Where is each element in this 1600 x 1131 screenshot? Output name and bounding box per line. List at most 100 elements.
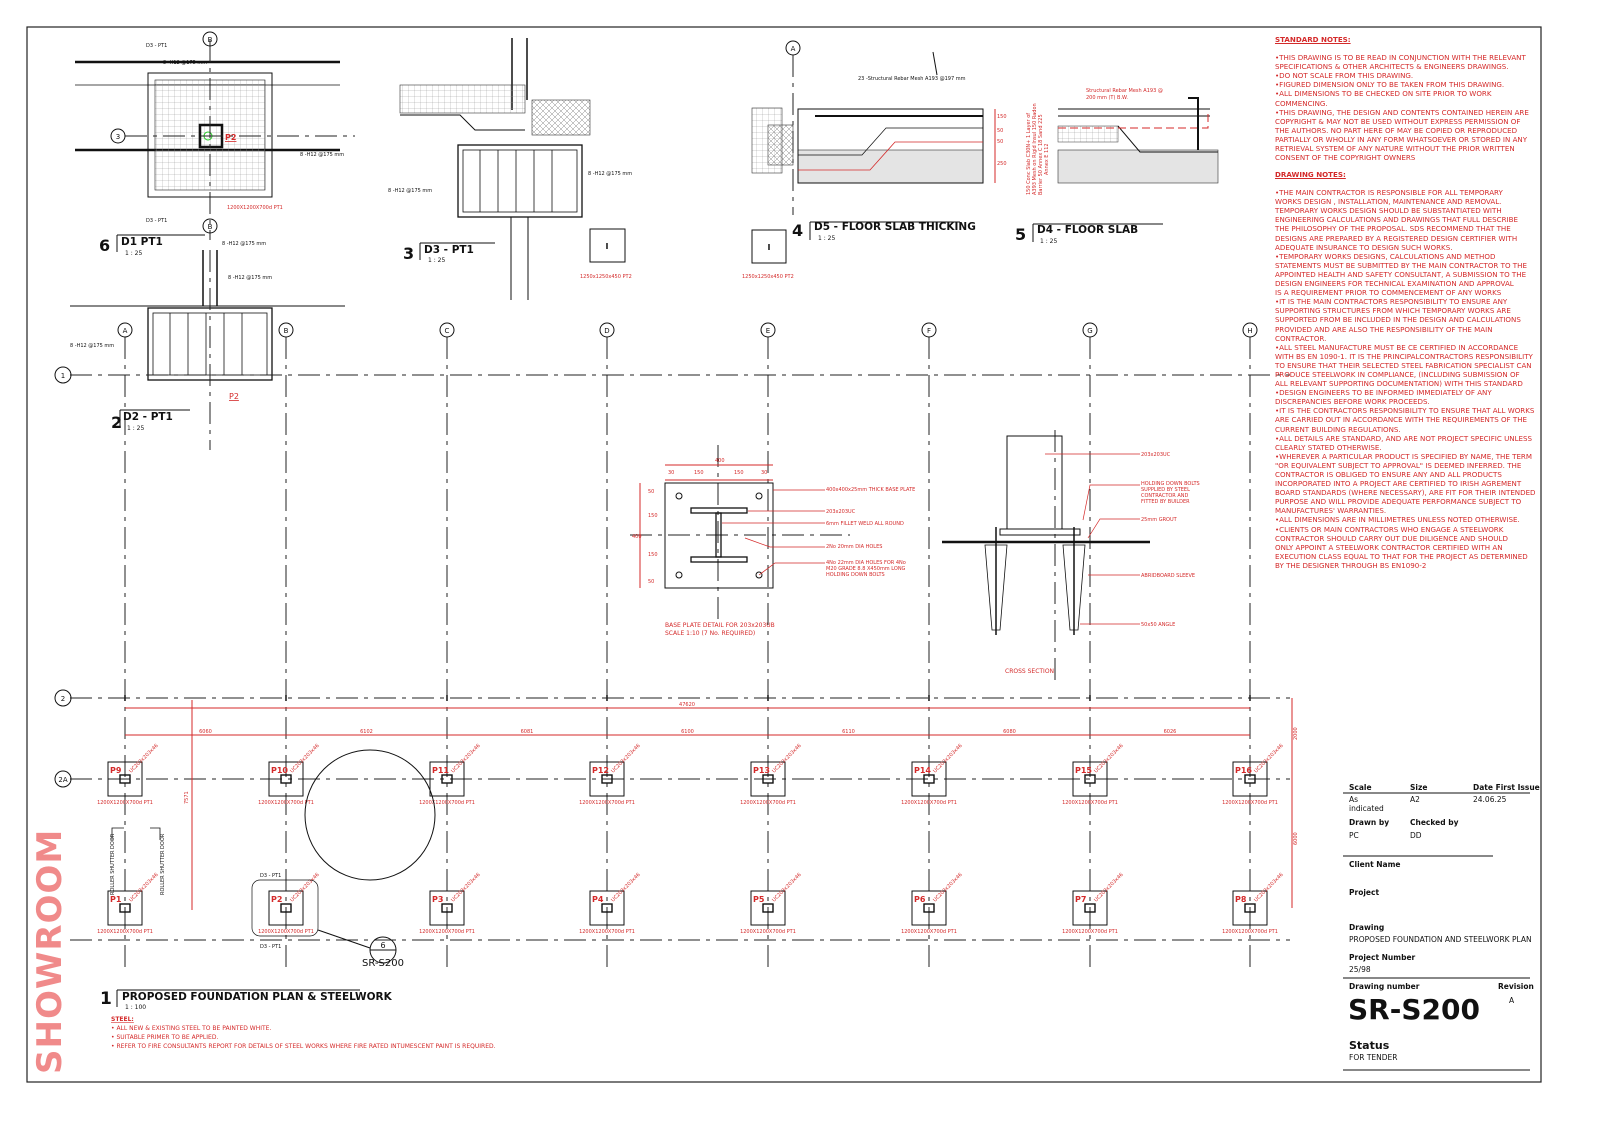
note-line: CONTRACTOR SHOULD CARRY OUT DUE DILIGENC… bbox=[1275, 533, 1508, 543]
note-line: DESIGNS ARE PREPARED BY A REGISTERED DES… bbox=[1275, 233, 1518, 243]
svg-text:D5 - FLOOR SLAB THICKING: D5 - FLOOR SLAB THICKING bbox=[814, 221, 976, 233]
pad-label: P1 bbox=[110, 895, 122, 904]
svg-text:6: 6 bbox=[99, 236, 110, 255]
column-spec: UC203x203x46 bbox=[1093, 872, 1124, 903]
note-line: •ALL DIMENSIONS TO BE CHECKED ON SITE PR… bbox=[1275, 89, 1492, 99]
svg-text:CROSS SECTION: CROSS SECTION bbox=[1005, 668, 1054, 675]
note-line: "OR EQUIVALENT SUBJECT TO APPROVAL" IS D… bbox=[1275, 460, 1522, 470]
steel-column-icon bbox=[601, 903, 613, 913]
scale-label: Scale bbox=[1349, 783, 1372, 792]
svg-text:150 Conc Slab C30N+ 1 Layer of: 150 Conc Slab C30N+ 1 Layer of bbox=[1026, 113, 1032, 195]
pad-outline bbox=[750, 890, 786, 926]
vertical-dimension: 2000 bbox=[1293, 727, 1299, 740]
svg-text:150: 150 bbox=[734, 470, 744, 476]
pad-outline bbox=[911, 761, 947, 797]
span-dimension: 6080 bbox=[1003, 729, 1016, 735]
standard-notes: STANDARD NOTES: •THIS DRAWING IS TO BE R… bbox=[1275, 35, 1529, 162]
svg-text:A: A bbox=[791, 45, 796, 53]
span-dimension: 6110 bbox=[842, 729, 855, 735]
pad-spec: 1200X1200X700d PT1 bbox=[1222, 800, 1278, 806]
scale-value: As indicated bbox=[1349, 795, 1384, 813]
note-line: ALL RELEVANT SUPPORTING DOCUMENTATION) W… bbox=[1275, 379, 1523, 389]
pad-spec: 1200X1200X700d PT1 bbox=[1062, 929, 1118, 935]
size-label: Size bbox=[1410, 783, 1428, 792]
pad-spec: 1200X1200X700d PT1 bbox=[258, 929, 314, 935]
steel-column-icon bbox=[441, 774, 453, 784]
note-line: BY THE DESIGNER THROUGH BS EN1090-2 bbox=[1275, 560, 1427, 570]
grid-label: H bbox=[1247, 327, 1252, 335]
pad-label: P2 bbox=[271, 895, 282, 904]
note-line: DISCREPANCIES BEFORE WORK PROCEEDS. bbox=[1275, 397, 1430, 407]
title-block-frame bbox=[1343, 792, 1530, 1071]
column-spec: UC203x203x46 bbox=[610, 872, 641, 903]
steel-column-icon bbox=[119, 774, 131, 784]
pad-outline bbox=[1232, 761, 1268, 797]
svg-text:8 -H12 @175 mm: 8 -H12 @175 mm bbox=[588, 171, 632, 177]
note-line: COPYRIGHT & MAY NOT BE USED WITHOUT EXPR… bbox=[1275, 116, 1521, 126]
status-label: Status bbox=[1349, 1039, 1390, 1052]
note-line: WORKS DESIGN , INSTALLATION, MAINTENANCE… bbox=[1275, 197, 1502, 207]
note-line: •ALL DIMENSIONS ARE IN MILLIMETRES UNLES… bbox=[1275, 515, 1520, 525]
pad-outline bbox=[429, 890, 465, 926]
span-dimension: 6081 bbox=[521, 729, 534, 735]
note-line: ARE CARRIED OUT IN ACCORDANCE WITH THE R… bbox=[1275, 415, 1528, 425]
steel-column-icon bbox=[762, 774, 774, 784]
column-spec: UC203x203x46 bbox=[771, 872, 802, 903]
grid-bubble-row-2 bbox=[54, 689, 72, 707]
pad-pt2-symbol bbox=[589, 228, 626, 263]
pad-label: P12 bbox=[592, 766, 609, 775]
svg-text:Annex E 112: Annex E 112 bbox=[1044, 143, 1050, 175]
svg-text:P2: P2 bbox=[225, 133, 236, 142]
plan-annotations: D3 - PT1 D3 - PT1 6 SR-S200 ROLLER SHUTT… bbox=[100, 827, 496, 1050]
note-line: •CLIENTS OR MAIN CONTRACTORS WHO ENGAGE … bbox=[1275, 524, 1504, 534]
circular-feature bbox=[304, 749, 436, 881]
pad-label: P4 bbox=[592, 895, 604, 904]
pad-outline bbox=[268, 890, 304, 926]
steel-column-icon bbox=[762, 903, 774, 913]
pad-spec: 1200X1200X700d PT1 bbox=[419, 929, 475, 935]
note-line: PRODUCE STEELWORK IN COMPLIANCE, (INCLUD… bbox=[1275, 369, 1520, 379]
note-line: INCORPORATED INTO A PROJECT ARE CERTIFIE… bbox=[1275, 479, 1522, 489]
svg-text:D3 - PT1: D3 - PT1 bbox=[146, 43, 167, 49]
svg-text:4: 4 bbox=[792, 221, 803, 240]
note-line: CLEARLY STATED OTHERWISE. bbox=[1275, 442, 1382, 452]
grid-row-label: 2A bbox=[58, 776, 67, 784]
status-value: FOR TENDER bbox=[1349, 1053, 1398, 1062]
cross-section-detail: 203x203UC HOLDING DOWN BOLTS SUPPLIED BY… bbox=[942, 430, 1200, 680]
steel-column-icon bbox=[1084, 903, 1096, 913]
note-line: STATEMENTS MUST BE SUBMITTED BY THE MAIN… bbox=[1275, 260, 1527, 270]
svg-text:1 : 25: 1 : 25 bbox=[818, 235, 835, 242]
pad-outline bbox=[107, 761, 143, 797]
date-value: 24.06.25 bbox=[1473, 795, 1507, 804]
svg-text:D2 - PT1: D2 - PT1 bbox=[123, 411, 173, 423]
svg-text:150: 150 bbox=[648, 513, 658, 519]
note-line: THE AUTHORS. NO PART HERE OF MAY BE COPI… bbox=[1275, 125, 1518, 135]
svg-text:50: 50 bbox=[648, 579, 654, 585]
detail-2-d2-pt1: 8 -H12 @175 mm 8 -H12 @175 mm P2 2 D2 - … bbox=[70, 250, 345, 450]
note-line: •IT IS THE MAIN CONTRACTORS RESPONSIBILI… bbox=[1275, 297, 1508, 307]
detail-5-d4-floor-slab: Structural Rebar Mesh A193 @ 200 mm (T) … bbox=[1015, 88, 1219, 245]
svg-text:D3 - PT1: D3 - PT1 bbox=[260, 944, 281, 950]
project-number-value: 25/98 bbox=[1349, 965, 1371, 974]
steel-column-icon bbox=[280, 774, 292, 784]
grid-bubble-d bbox=[599, 322, 615, 338]
pad-label: P10 bbox=[271, 766, 288, 775]
pad-outline bbox=[429, 761, 465, 797]
date-label: Date First Issue bbox=[1473, 783, 1540, 792]
column-spec: UC203x203x46 bbox=[771, 743, 802, 774]
note-line: RETRIEVAL SYSTEM OF ANY NATURE WITHOUT T… bbox=[1275, 144, 1515, 154]
column-spec: UC203x203x46 bbox=[450, 872, 481, 903]
column-icon: I bbox=[285, 694, 288, 703]
note-line: EXECUTION CLASS EQUAL TO THAT FOR THE PR… bbox=[1275, 551, 1528, 561]
grid-bubble-e bbox=[760, 322, 776, 338]
pad-spec: 1200X1200X700d PT1 bbox=[419, 800, 475, 806]
svg-text:D3 - PT1: D3 - PT1 bbox=[260, 873, 281, 879]
note-line: TO ENSURE THAT THEIR SELECTED STEEL FABR… bbox=[1275, 360, 1532, 370]
note-line: APPOINTED HEALTH AND SAFETY CONSULTANT, … bbox=[1275, 269, 1527, 279]
grid-label: B bbox=[284, 327, 289, 335]
pad-spec: 1200X1200X700d PT1 bbox=[901, 929, 957, 935]
pad-label: P7 bbox=[1075, 895, 1086, 904]
svg-text:FITTED BY BUILDER: FITTED BY BUILDER bbox=[1141, 499, 1190, 505]
